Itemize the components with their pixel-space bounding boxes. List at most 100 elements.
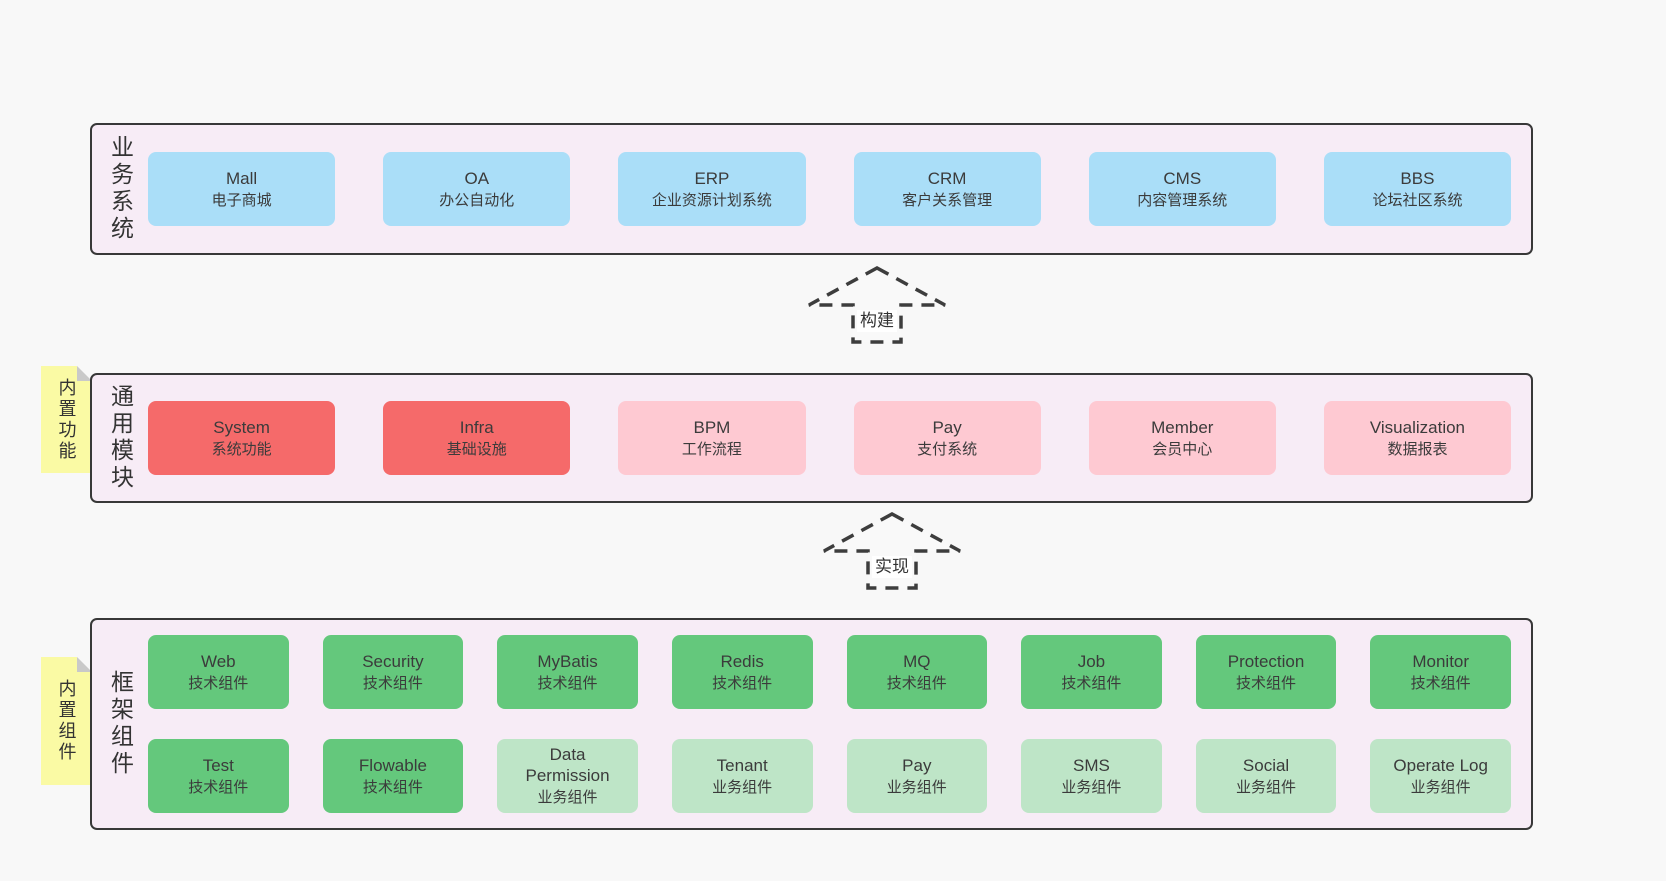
business-row: Mall 电子商城 OA 办公自动化 ERP 企业资源计划系统 CRM 客户关系…: [148, 152, 1512, 226]
box-social: Social 业务组件: [1195, 739, 1337, 813]
box-subtitle: 客户关系管理: [902, 191, 993, 209]
folded-corner-icon: [77, 657, 92, 672]
build-arrow: 构建: [807, 266, 947, 344]
box-title: Operate Log: [1393, 755, 1488, 775]
box-title: Data Permission: [525, 744, 610, 786]
box-oa: OA 办公自动化: [383, 152, 571, 226]
box-cms: CMS 内容管理系统: [1088, 152, 1276, 226]
build-arrow-label: 构建: [857, 310, 897, 333]
box-bpm: BPM 工作流程: [618, 401, 806, 475]
box-data-permission: Data Permission 业务组件: [497, 739, 638, 813]
box-title: Pay: [932, 417, 962, 437]
box-subtitle: 业务组件: [712, 778, 773, 796]
box-title: Test: [202, 755, 234, 775]
framework-panel-rail: 框架组件: [92, 620, 148, 828]
box-title: Security: [362, 651, 424, 671]
box-title: MyBatis: [537, 651, 598, 671]
box-system: System 系统功能: [148, 401, 336, 475]
box-subtitle: 办公自动化: [439, 191, 515, 209]
box-title: MQ: [903, 651, 931, 671]
box-title: System: [213, 417, 270, 437]
box-mybatis: MyBatis 技术组件: [497, 635, 638, 709]
box-pay-component: Pay 业务组件: [846, 739, 988, 813]
box-test: Test 技术组件: [148, 739, 289, 813]
sticky-note-built-in-components: 内置组件: [41, 657, 92, 785]
framework-row-2: Test 技术组件 Flowable 技术组件 Data Permission …: [148, 739, 1511, 813]
framework-panel-label: 框架组件: [107, 670, 134, 778]
box-title: CMS: [1163, 168, 1202, 188]
box-erp: ERP 企业资源计划系统: [618, 152, 806, 226]
box-title: Redis: [720, 651, 764, 671]
box-crm: CRM 客户关系管理: [853, 152, 1041, 226]
box-subtitle: 技术组件: [1061, 674, 1122, 692]
box-title: Flowable: [358, 755, 427, 775]
box-title: BBS: [1400, 168, 1435, 188]
box-subtitle: 技术组件: [362, 674, 423, 692]
box-subtitle: 业务组件: [1061, 778, 1122, 796]
box-sms: SMS 业务组件: [1021, 739, 1162, 813]
box-title: Pay: [902, 755, 932, 775]
box-subtitle: 业务组件: [886, 778, 947, 796]
framework-row-1: Web 技术组件 Security 技术组件 MyBatis 技术组件 Redi…: [148, 635, 1511, 709]
box-title: Visualization: [1369, 417, 1466, 437]
box-bbs: BBS 论坛社区系统: [1323, 152, 1512, 226]
business-panel-label: 业务系统: [107, 135, 134, 243]
box-title: Job: [1077, 651, 1106, 671]
box-subtitle: 业务组件: [1410, 778, 1471, 796]
box-title: OA: [464, 168, 490, 188]
note-label: 内置组件: [56, 679, 77, 763]
box-subtitle: 论坛社区系统: [1372, 191, 1463, 209]
box-flowable: Flowable 技术组件: [322, 739, 464, 813]
box-subtitle: 技术组件: [1410, 674, 1471, 692]
box-subtitle: 技术组件: [537, 674, 598, 692]
box-title: Infra: [459, 417, 494, 437]
box-subtitle: 基础设施: [446, 440, 507, 458]
box-redis: Redis 技术组件: [671, 635, 813, 709]
box-subtitle: 支付系统: [917, 440, 978, 458]
modules-panel-content: System 系统功能 Infra 基础设施 BPM 工作流程 Pay 支付系统…: [148, 375, 1531, 501]
box-subtitle: 技术组件: [712, 674, 773, 692]
box-visualization: Visualization 数据报表: [1323, 401, 1512, 475]
box-subtitle: 技术组件: [188, 778, 249, 796]
box-operate-log: Operate Log 业务组件: [1370, 739, 1511, 813]
implement-arrow: 实现: [822, 512, 962, 590]
box-subtitle: 技术组件: [362, 778, 423, 796]
up-arrow-shape: [823, 512, 961, 590]
framework-panel-content: Web 技术组件 Security 技术组件 MyBatis 技术组件 Redi…: [148, 620, 1531, 828]
box-job: Job 技术组件: [1021, 635, 1162, 709]
box-pay: Pay 支付系统: [853, 401, 1041, 475]
box-mq: MQ 技术组件: [846, 635, 988, 709]
box-subtitle: 技术组件: [188, 674, 249, 692]
box-title: CRM: [927, 168, 967, 188]
box-title: Social: [1242, 755, 1290, 775]
box-title: BPM: [693, 417, 731, 437]
box-subtitle: 工作流程: [681, 440, 742, 458]
implement-arrow-label: 实现: [872, 556, 912, 579]
box-subtitle: 业务组件: [1236, 778, 1297, 796]
box-subtitle: 电子商城: [211, 191, 272, 209]
box-subtitle: 技术组件: [886, 674, 947, 692]
box-subtitle: 会员中心: [1152, 440, 1213, 458]
box-protection: Protection 技术组件: [1195, 635, 1337, 709]
sticky-note-built-in-features: 内置功能: [41, 366, 92, 473]
box-infra: Infra 基础设施: [383, 401, 571, 475]
box-security: Security 技术组件: [322, 635, 464, 709]
business-panel-content: Mall 电子商城 OA 办公自动化 ERP 企业资源计划系统 CRM 客户关系…: [148, 125, 1531, 253]
box-subtitle: 系统功能: [211, 440, 272, 458]
box-title: Tenant: [716, 755, 768, 775]
box-subtitle: 技术组件: [1236, 674, 1297, 692]
box-web: Web 技术组件: [148, 635, 289, 709]
box-title: Mall: [226, 168, 258, 188]
box-member: Member 会员中心: [1088, 401, 1276, 475]
box-subtitle: 数据报表: [1387, 440, 1448, 458]
note-label: 内置功能: [56, 377, 77, 462]
box-mall: Mall 电子商城: [148, 152, 336, 226]
box-title: Member: [1151, 417, 1214, 437]
modules-panel-label: 通用模块: [107, 384, 134, 492]
up-arrow-shape: [808, 266, 946, 344]
business-systems-panel: 业务系统 Mall 电子商城 OA 办公自动化 ERP 企业资源计划系统 CRM: [90, 123, 1533, 255]
framework-components-panel: 框架组件 Web 技术组件 Security 技术组件 MyBatis 技术组件…: [90, 618, 1533, 830]
business-panel-rail: 业务系统: [92, 125, 148, 253]
box-subtitle: 企业资源计划系统: [651, 191, 772, 209]
box-title: SMS: [1073, 755, 1110, 775]
